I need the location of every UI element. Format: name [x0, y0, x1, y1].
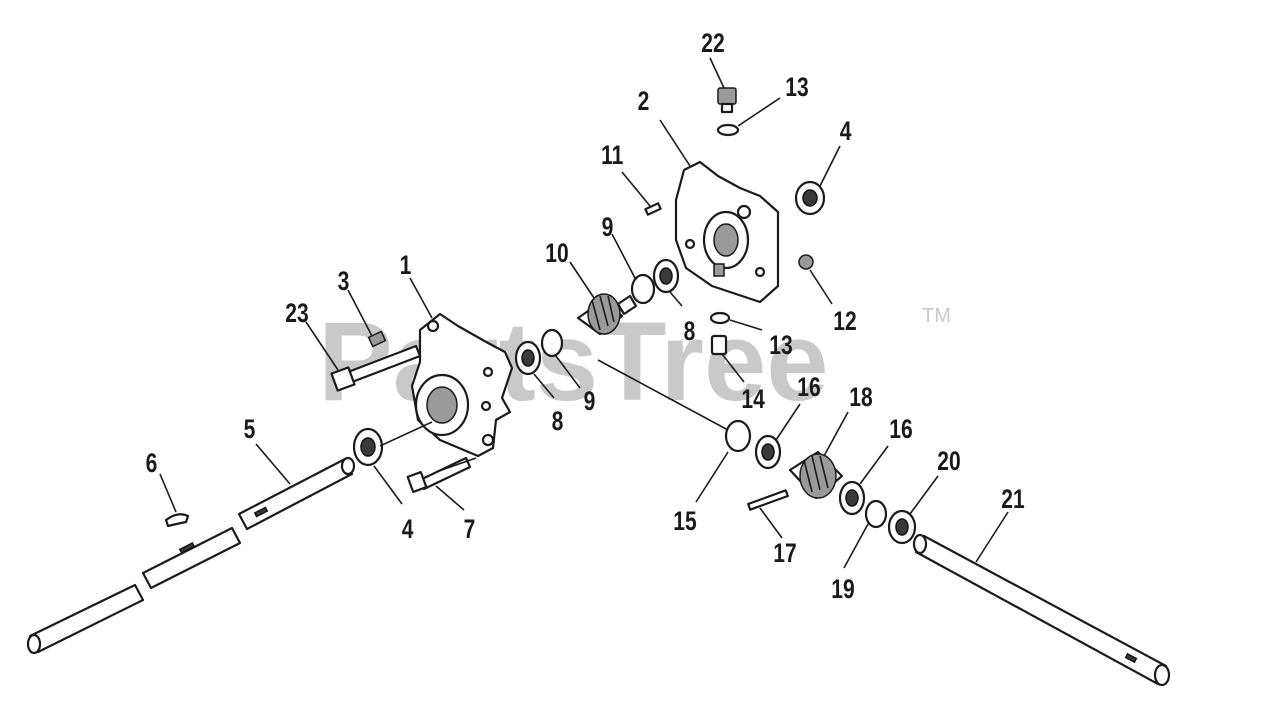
washer-9-upper: [630, 273, 656, 305]
callout-13-lower: 13: [769, 331, 792, 361]
left-axle-shaft: [26, 456, 356, 655]
bearing-8-left: [514, 340, 542, 376]
woodruff-key: [164, 513, 190, 528]
washer-19: [864, 499, 888, 529]
leader-lines: [159, 57, 1009, 569]
callout-18: 18: [849, 383, 872, 413]
o-ring-13-top: [716, 123, 740, 137]
callout-21: 21: [1001, 485, 1024, 515]
callout-3: 3: [338, 267, 350, 297]
callout-12: 12: [833, 307, 856, 337]
left-gear-housing: [410, 312, 514, 458]
callout-20: 20: [937, 447, 960, 477]
bearing-4-left: [352, 427, 384, 467]
bearing-8-upper: [652, 258, 680, 294]
callout-4-right: 4: [840, 117, 852, 147]
callout-19: 19: [831, 575, 854, 605]
callout-8-upper: 8: [684, 317, 696, 347]
callout-14: 14: [741, 385, 765, 415]
callout-17: 17: [773, 539, 796, 569]
bearing-16-right: [838, 480, 866, 516]
bearing-20: [887, 509, 917, 545]
axis-line: [597, 359, 729, 431]
callout-16-left: 16: [797, 373, 820, 403]
callout-5: 5: [244, 415, 256, 445]
callout-15: 15: [673, 507, 696, 537]
callout-4-left: 4: [402, 515, 414, 545]
pin-3: [367, 330, 387, 348]
plug-14: [710, 334, 728, 356]
callout-16-right: 16: [889, 415, 912, 445]
callout-13-top: 13: [785, 73, 808, 103]
pin-17: [747, 489, 789, 511]
spacer-15: [724, 419, 752, 453]
callout-9-left: 9: [584, 387, 596, 417]
right-axle-shaft: [912, 533, 1171, 687]
bearing-16-left: [754, 434, 782, 470]
callout-8-left: 8: [552, 407, 564, 437]
callout-22: 22: [701, 29, 724, 59]
right-gear-housing: [674, 160, 780, 304]
spur-gear-18: [788, 450, 844, 500]
nut-12: [798, 254, 814, 270]
bolt-7: [406, 456, 472, 494]
callout-23: 23: [285, 299, 308, 329]
callout-9-upper: 9: [602, 213, 614, 243]
drain-plug-22: [717, 87, 737, 114]
callout-1: 1: [400, 251, 412, 281]
bolt-23: [330, 344, 422, 392]
callout-7: 7: [464, 515, 476, 545]
washer-9-left: [540, 328, 564, 358]
watermark-trademark: TM: [922, 305, 951, 327]
callout-11: 11: [601, 141, 623, 171]
callout-10: 10: [545, 239, 568, 269]
o-ring-13-lower: [709, 311, 731, 325]
bearing-4-right: [794, 180, 826, 216]
worm-gear-10: [576, 293, 638, 336]
pin-11: [644, 202, 662, 216]
callout-labels: 22 13 2 11 4 9 10 1 3 23 8 12 13 9 8 14 …: [146, 29, 1025, 605]
callout-2: 2: [638, 87, 650, 117]
callout-6: 6: [146, 449, 158, 479]
